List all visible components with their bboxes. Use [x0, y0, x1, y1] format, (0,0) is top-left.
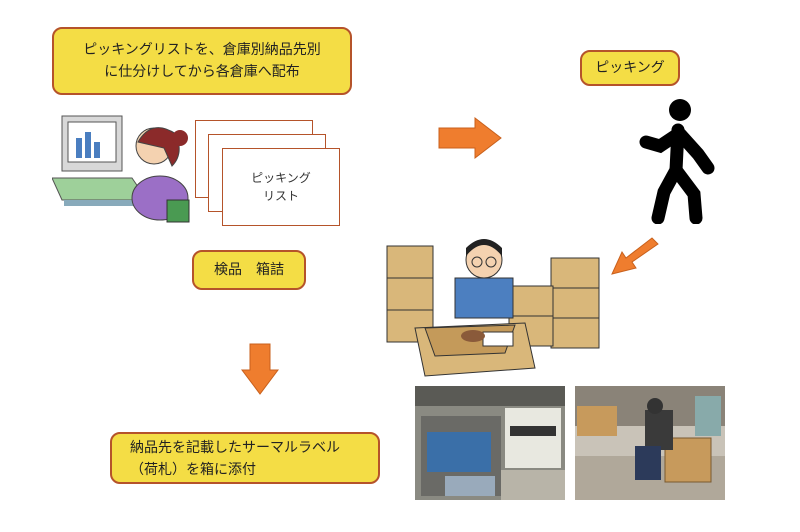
- picking-list-page-front: ピッキング リスト: [222, 148, 340, 226]
- step-distribute-line1: ピッキングリストを、倉庫別納品先別: [83, 42, 321, 58]
- step-picking-label: ピッキング: [595, 60, 665, 76]
- step-distribute-line2: に仕分けしてから各倉庫へ配布: [104, 64, 300, 80]
- thermal-printer-photo: [415, 386, 565, 500]
- step-label-line2: （荷札）を箱に添付: [130, 462, 256, 478]
- office-worker-illustration: [52, 115, 190, 223]
- packing-worker-illustration: [386, 239, 600, 377]
- step-label-line1: 納品先を記載したサーマルラベル: [130, 440, 340, 456]
- step-distribute-box: ピッキングリストを、倉庫別納品先別 に仕分けしてから各倉庫へ配布: [52, 27, 352, 95]
- step-label-box: 納品先を記載したサーマルラベル （荷札）を箱に添付: [110, 432, 380, 484]
- arrow-right-icon: [438, 116, 502, 160]
- arrow-down-icon: [241, 343, 279, 395]
- arrow-down-left-icon: [611, 237, 659, 275]
- step-inspect-box: 検品 箱詰: [192, 250, 306, 290]
- walking-person-icon: [639, 99, 715, 224]
- picking-list-line2: リスト: [262, 189, 299, 203]
- step-inspect-label: 検品 箱詰: [214, 262, 284, 278]
- picking-list-line1: ピッキング: [251, 171, 311, 185]
- step-picking-box: ピッキング: [580, 50, 680, 86]
- warehouse-packing-photo: [575, 386, 725, 500]
